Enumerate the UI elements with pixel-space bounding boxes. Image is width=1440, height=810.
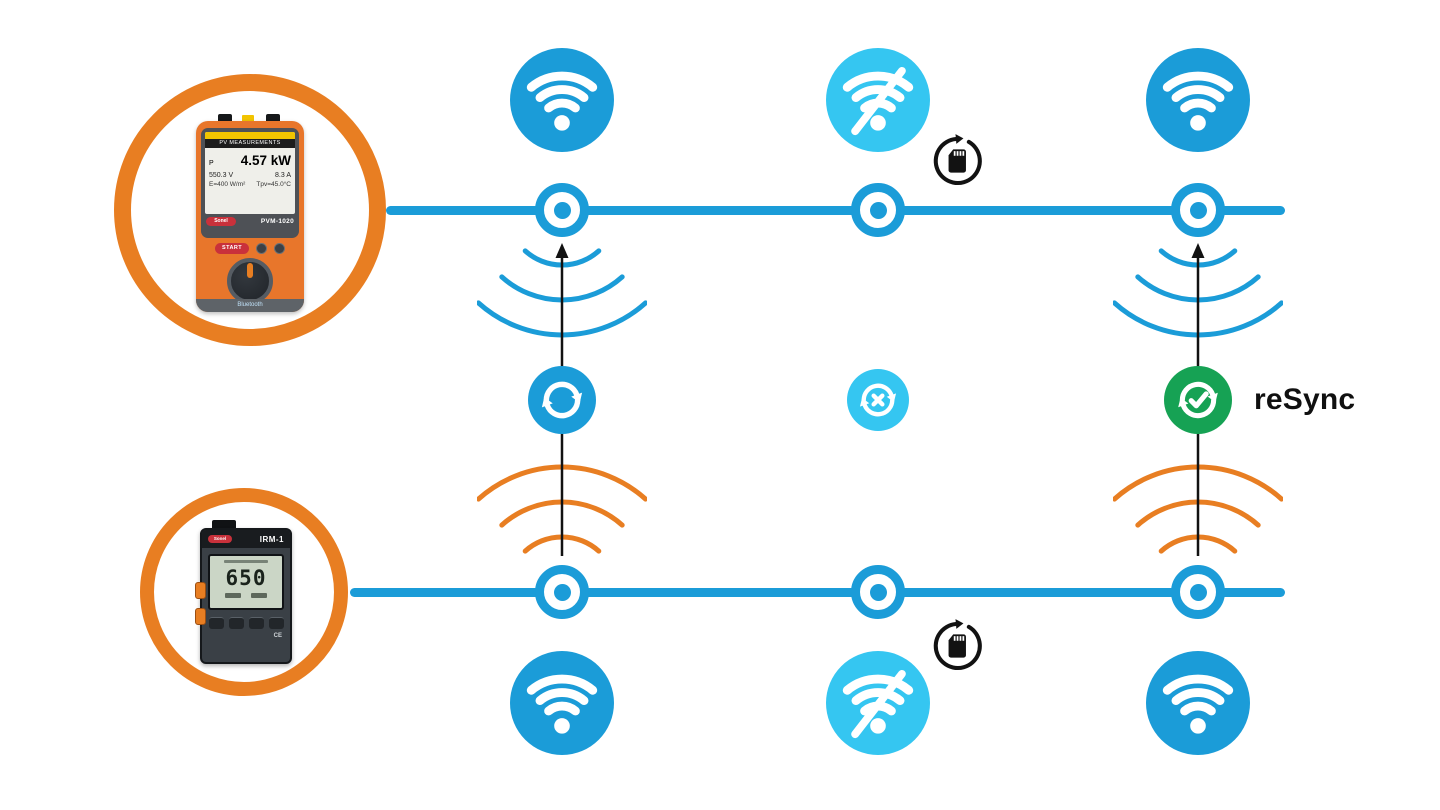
node-dot [869, 201, 887, 219]
timeline-node-bottom-1 [535, 565, 589, 619]
irm-timeline [350, 588, 1285, 597]
wifi-off-icon-bottom-2 [826, 651, 930, 755]
wifi-icon-bottom-1 [510, 651, 614, 755]
irm-lcd-status-bar [224, 560, 268, 563]
pvm-terminal-left [218, 114, 232, 123]
pvm-irradiance-value: E=400 W/m² [209, 181, 246, 188]
irm-1-device: Sonel IRM-1 650 CE [195, 520, 292, 664]
pvm-rotary-knob [227, 258, 273, 304]
pvm-current-value: 8.3 A [275, 172, 291, 179]
sd-card-refresh-icon-top [930, 132, 988, 190]
pvm-start-button: START [215, 243, 249, 254]
node-dot [553, 201, 571, 219]
pvm-brand-row: Sonel PVM-1020 [205, 217, 295, 226]
timeline-node-bottom-2 [851, 565, 905, 619]
pvm-environment-readings: E=400 W/m² Tpv=45.0°C [205, 179, 295, 188]
irm-ce-mark: CE [273, 633, 282, 639]
pvm-button-right [273, 243, 285, 254]
irm-lcd-screen: 650 [208, 554, 284, 610]
timeline-node-bottom-3 [1171, 565, 1225, 619]
pvm-front-panel: PV MEASUREMENTS P 4.57 kW 550.3 V 8.3 A … [201, 128, 299, 238]
sync-arrows-icon [528, 366, 596, 434]
irm-button-2 [228, 617, 244, 629]
irm-side-button-top [195, 582, 206, 599]
pvm-warning-tag [242, 115, 254, 122]
pvm-electrical-readings: 550.3 V 8.3 A [205, 170, 295, 179]
pvm-body: PV MEASUREMENTS P 4.57 kW 550.3 V 8.3 A … [196, 121, 304, 312]
sync-error-icon [847, 369, 909, 431]
pvm-screen-header: PV MEASUREMENTS [205, 139, 295, 148]
wifi-off-icon-top-2 [826, 48, 930, 152]
sync-check-icon [1164, 366, 1232, 434]
irm-button-row [202, 617, 290, 629]
node-dot [869, 583, 887, 601]
irm-model-label: IRM-1 [259, 534, 284, 544]
irm-sensor-cap [212, 520, 236, 530]
irm-lcd-sub-readings [210, 593, 282, 598]
irm-lcd-sub-left [225, 593, 241, 598]
wifi-icon-top-1 [510, 48, 614, 152]
timeline-node-top-1 [535, 183, 589, 237]
pvm-model-label: PVM-1020 [260, 218, 294, 225]
node-dot [1189, 201, 1207, 219]
pvm-power-label: P [209, 160, 214, 167]
irm-body: Sonel IRM-1 650 CE [200, 528, 292, 664]
sonel-logo: Sonel [208, 535, 232, 543]
pvm-knob-pointer [247, 263, 253, 278]
pvm-power-value: 4.57 kW [240, 153, 291, 168]
irm-irradiance-value: 650 [225, 566, 267, 590]
resync-label: reSync [1254, 383, 1356, 416]
irm-button-4 [268, 617, 284, 629]
node-dot [553, 583, 571, 601]
pvm-timeline [386, 206, 1285, 215]
irm-button-1 [208, 617, 224, 629]
pvm-screen-warning-strip [205, 132, 295, 139]
timeline-node-top-2 [851, 183, 905, 237]
node-dot [1189, 583, 1207, 601]
irm-footer: CE [202, 629, 290, 639]
pvm-temperature-value: Tpv=45.0°C [256, 181, 291, 188]
sonel-logo: Sonel [206, 217, 236, 226]
timeline-node-top-3 [1171, 183, 1225, 237]
irm-button-3 [248, 617, 264, 629]
wifi-icon-top-3 [1146, 48, 1250, 152]
sd-card-refresh-icon-bottom [930, 617, 988, 675]
pvm-power-reading: P 4.57 kW [205, 148, 295, 170]
pvm-terminal-right [266, 114, 280, 123]
irm-header: Sonel IRM-1 [202, 530, 290, 548]
pvm-button-row: START [196, 243, 304, 254]
pvm-screen: PV MEASUREMENTS P 4.57 kW 550.3 V 8.3 A … [205, 132, 295, 214]
pvm-bluetooth-label: Bluetooth [196, 299, 304, 312]
pvm-voltage-value: 550.3 V [209, 172, 234, 179]
pvm-button-left [255, 243, 267, 254]
pvm-1020-device: PV MEASUREMENTS P 4.57 kW 550.3 V 8.3 A … [196, 114, 304, 312]
irm-lcd-sub-right [251, 593, 267, 598]
irm-side-button-bottom [195, 608, 206, 625]
wifi-icon-bottom-3 [1146, 651, 1250, 755]
